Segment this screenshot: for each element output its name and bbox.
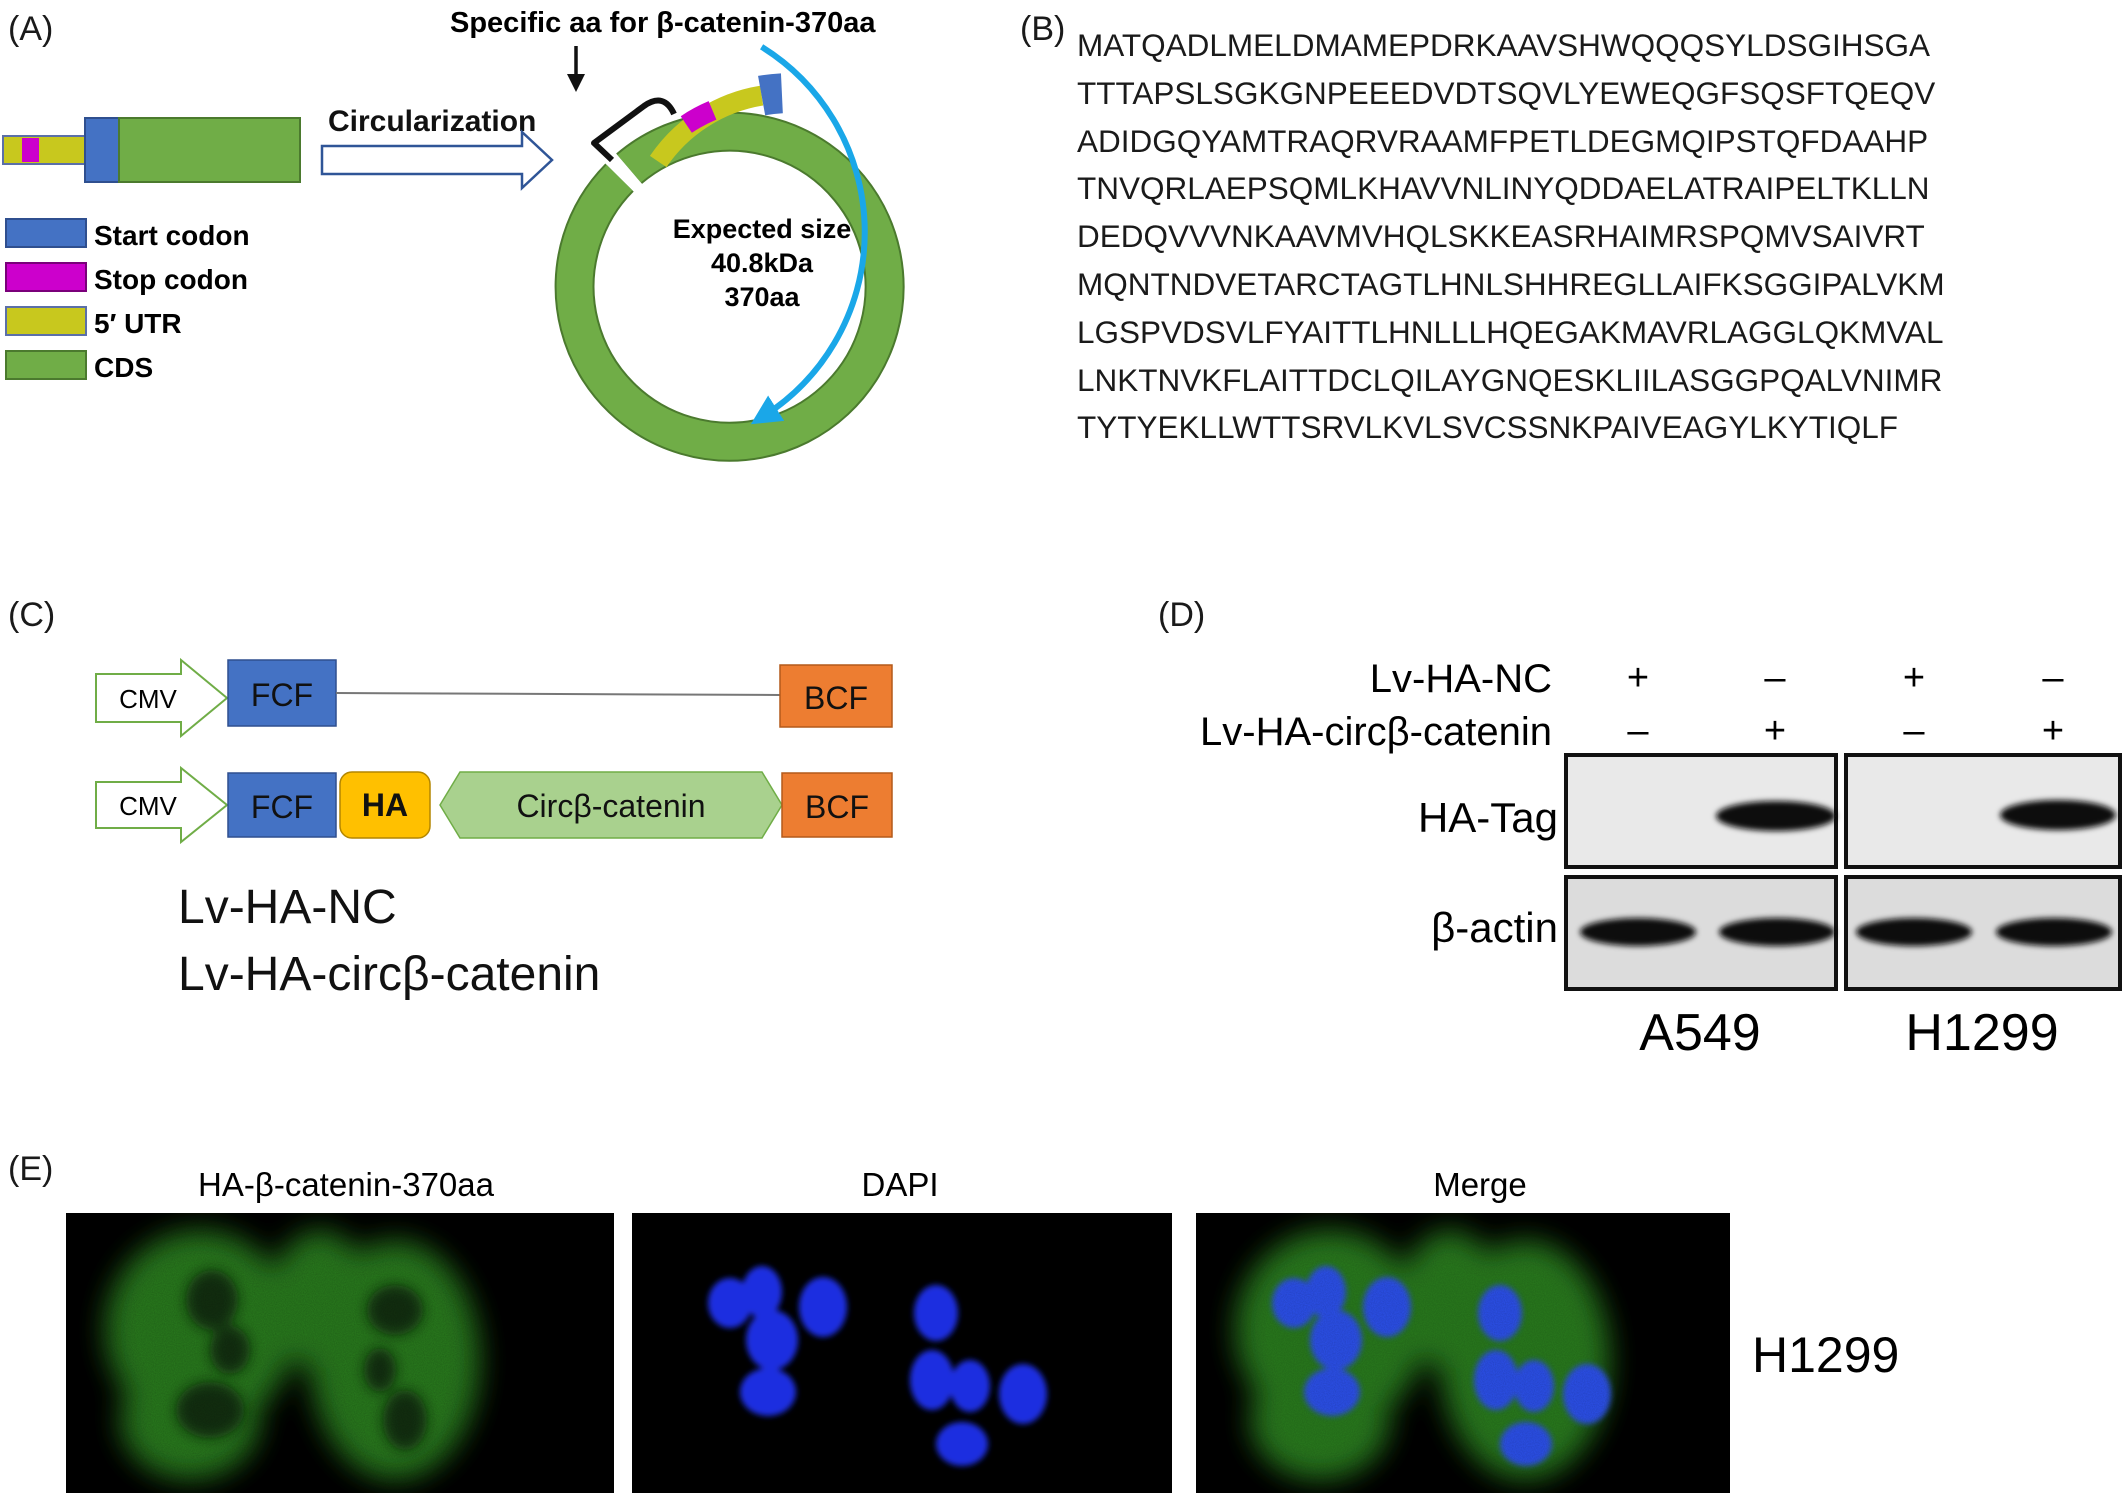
panel-e: HA-β-catenin-370aa DAPI Merge (66, 1166, 1899, 1493)
panel-label-d: (D) (1158, 596, 1205, 634)
legend-label-utr: 5′ UTR (94, 308, 182, 339)
sign-circ-2: + (1764, 710, 1786, 752)
cell-line-h1299: H1299 (1905, 1004, 2058, 1062)
title-merge: Merge (1433, 1166, 1527, 1203)
stop-codon-segment (22, 138, 39, 162)
kda-label: 40.8kDa (711, 248, 814, 278)
panel-a: Circularization Start codon Stop codon 5… (2, 7, 905, 462)
sequence-line: DEDQVVVNKAAVMVHQLSKKEASRHAIMRSPQMVSAIVRT (1077, 218, 1925, 255)
panel-d: Lv-HA-NC Lv-HA-circβ-catenin + – + – – +… (1200, 657, 2122, 1062)
sequence-line: ADIDGQYAMTRAQRVRAAMFPETLDEGMQIPSTQFDAAHP (1077, 122, 1929, 159)
cds-arc (556, 113, 903, 460)
circularization-arrow (320, 129, 554, 191)
legend-swatch-start (5, 218, 87, 248)
ha-tag-box (339, 771, 431, 839)
legend-swatch-utr (5, 306, 87, 336)
sequence-line: TNVQRLAEPSQMLKHAVVNLINYQDDAELATRAIPELTKL… (1077, 170, 1930, 207)
title-green: HA-β-catenin-370aa (198, 1166, 495, 1203)
sign-circ-4: + (2042, 710, 2064, 752)
sequence-line: TYTYEKLLWTTSRVLKVLSVCSSNKPAIVEAGYLKYTIQL… (1077, 409, 1899, 446)
sign-circ-3: – (1903, 710, 1925, 752)
row-label-nc: Lv-HA-NC (1370, 657, 1552, 701)
cell-line-a549: A549 (1639, 1004, 1760, 1062)
bcf-label-2: BCF (805, 789, 869, 825)
fcf-label-1: FCF (251, 677, 313, 713)
aa-label: 370aa (724, 282, 800, 312)
image-dapi-channel (632, 1213, 1172, 1493)
protein-sequence: MATQADLMELDMAMEPDRKAAVSHWQQQSYLDSGIHSGA T… (1077, 22, 1945, 452)
sign-nc-4: – (2042, 657, 2064, 699)
down-arrow-icon (567, 46, 585, 92)
construct-name-circ: Lv-HA-circβ-catenin (178, 948, 600, 1001)
row-label-circ: Lv-HA-circβ-catenin (1200, 710, 1552, 754)
blot-actin-a549 (1564, 875, 1838, 991)
legend-label-stop: Stop codon (94, 264, 248, 295)
panel-label-b: (B) (1020, 10, 1065, 48)
panel-c: CMV FCF BCF CMV FCF HA Circβ-catenin BCF… (95, 657, 893, 1001)
sequence-line: TTTAPSLSGKGNPEEEDVDTSQVLYEWEQGFSQSFTQEQV (1077, 74, 1936, 111)
panel-label-a: (A) (8, 10, 53, 48)
sign-circ-1: – (1627, 710, 1649, 752)
insert-label: Circβ-catenin (516, 788, 705, 824)
legend-swatch-cds (5, 350, 87, 380)
blot-ha-a549 (1564, 753, 1838, 869)
sign-nc-2: – (1764, 657, 1786, 699)
start-codon-segment (84, 117, 120, 183)
cmv-label-1: CMV (119, 684, 177, 714)
construct-name-nc: Lv-HA-NC (178, 881, 397, 934)
sign-nc-1: + (1627, 657, 1649, 699)
blot-label-ha: HA-Tag (1418, 794, 1558, 841)
legend-label-start: Start codon (94, 220, 250, 251)
sequence-line: LNKTNVKFLAITTDCLQILAYGNQESKLIILASGGPQALV… (1077, 361, 1943, 398)
cds-segment (118, 117, 301, 183)
bcf-box-2 (781, 772, 893, 838)
sequence-line: LGSPVDSVLFYAITTLHNLLLHQEGAKMAVRLAGGLQKMV… (1077, 313, 1944, 350)
cmv-label-2: CMV (119, 791, 177, 821)
expected-size-label: Expected size (673, 214, 852, 244)
blue-arrow (750, 44, 868, 425)
cmv-arrow-1 (95, 657, 229, 739)
blot-ha-h1299 (1844, 753, 2122, 869)
legend-swatch-stop (5, 262, 87, 292)
bcf-box-1 (779, 664, 893, 728)
legend: Start codon Stop codon 5′ UTR CDS (5, 218, 250, 383)
sequence-line: MQNTNDVETARCTAGTLHNLSHHREGLLAIFKSGGIPALV… (1077, 265, 1945, 302)
image-green-channel (66, 1213, 614, 1493)
blot-actin-h1299 (1844, 875, 2122, 991)
empty-vector-line (335, 692, 781, 696)
sign-nc-3: + (1903, 657, 1925, 699)
specific-aa-label: Specific aa for β-catenin-370aa (450, 7, 876, 39)
fcf-label-2: FCF (251, 789, 313, 825)
fcf-box-2 (227, 772, 337, 838)
circular-rna: Expected size 40.8kDa 370aa (554, 73, 905, 462)
cell-line-e: H1299 (1752, 1327, 1899, 1383)
circularization-label: Circularization (328, 105, 536, 138)
start-codon-arc (758, 73, 784, 116)
panel-label-e: (E) (8, 1150, 53, 1188)
blot-label-actin: β-actin (1431, 904, 1558, 951)
utr-segment (2, 135, 86, 165)
image-merge (1196, 1213, 1730, 1493)
stop-codon-arc (680, 101, 717, 133)
title-dapi: DAPI (861, 1166, 938, 1203)
legend-label-cds: CDS (94, 352, 153, 383)
cmv-arrow-2 (95, 765, 229, 845)
bracket (591, 97, 677, 163)
sequence-line: MATQADLMELDMAMEPDRKAAVSHWQQQSYLDSGIHSGA (1077, 27, 1930, 63)
panel-label-c: (C) (8, 596, 55, 634)
bcf-label-1: BCF (804, 680, 868, 716)
ha-label: HA (362, 787, 408, 823)
